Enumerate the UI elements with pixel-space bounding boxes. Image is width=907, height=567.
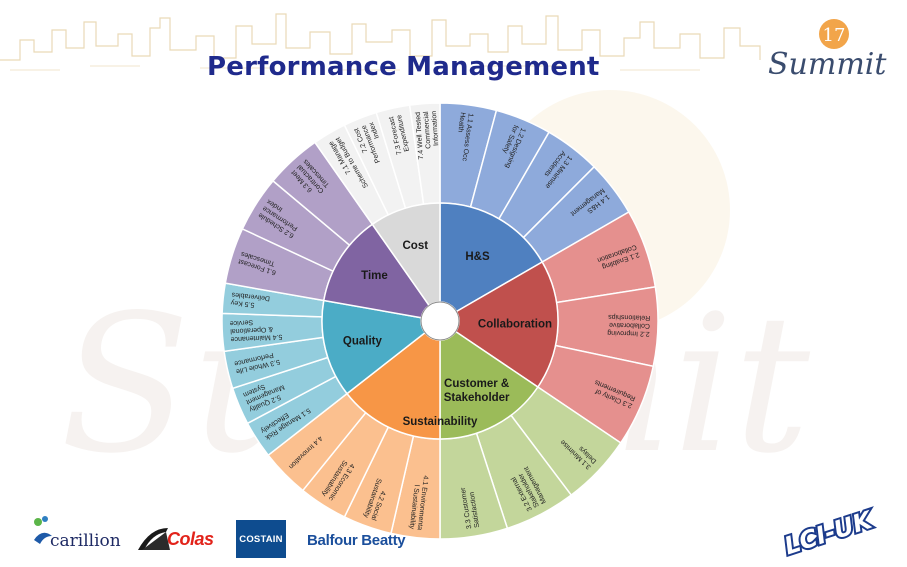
rim-label-7-4: 7.4 Well TestedCommercialInformation [415,110,441,160]
core-label-customer-stakeholder: Customer &Stakeholder [444,378,510,404]
wheel-center [420,301,460,341]
logo-number: 17 [823,25,846,46]
summit-17-logo: 17 Summit [768,19,887,82]
rim-label-5-5: 5.5 KeyDeliverables [230,291,270,310]
rim-label-2-2: 2.2 ImprovingCollaborativeRelationships [607,313,650,337]
rim-label-5-4: 5.4 Maintenance& OperationalService [229,317,282,343]
lci-uk-logo: LCI-UK [779,503,879,558]
costain-logo: COSTAIN [236,520,286,558]
core-label-sustainability: Sustainability [403,416,478,428]
core-label-h-s: H&S [465,251,490,263]
colas-logo: Colas [167,529,214,549]
page-title: Performance Management [207,52,600,82]
logo-word: Summit [768,47,887,82]
core-label-time: Time [361,270,388,282]
lci-uk-text: LCI-UK [781,505,877,558]
core-label-cost: Cost [402,240,428,252]
carillion-logo: carillion [50,531,121,551]
core-label-collaboration: Collaboration [478,319,552,331]
balfour-beatty-logo: Balfour Beatty [307,532,406,549]
city-skyline-decoration [0,13,761,71]
colas-logo-mark [138,528,170,550]
core-label-quality: Quality [343,335,383,347]
carillion-logo-mark [34,516,52,544]
